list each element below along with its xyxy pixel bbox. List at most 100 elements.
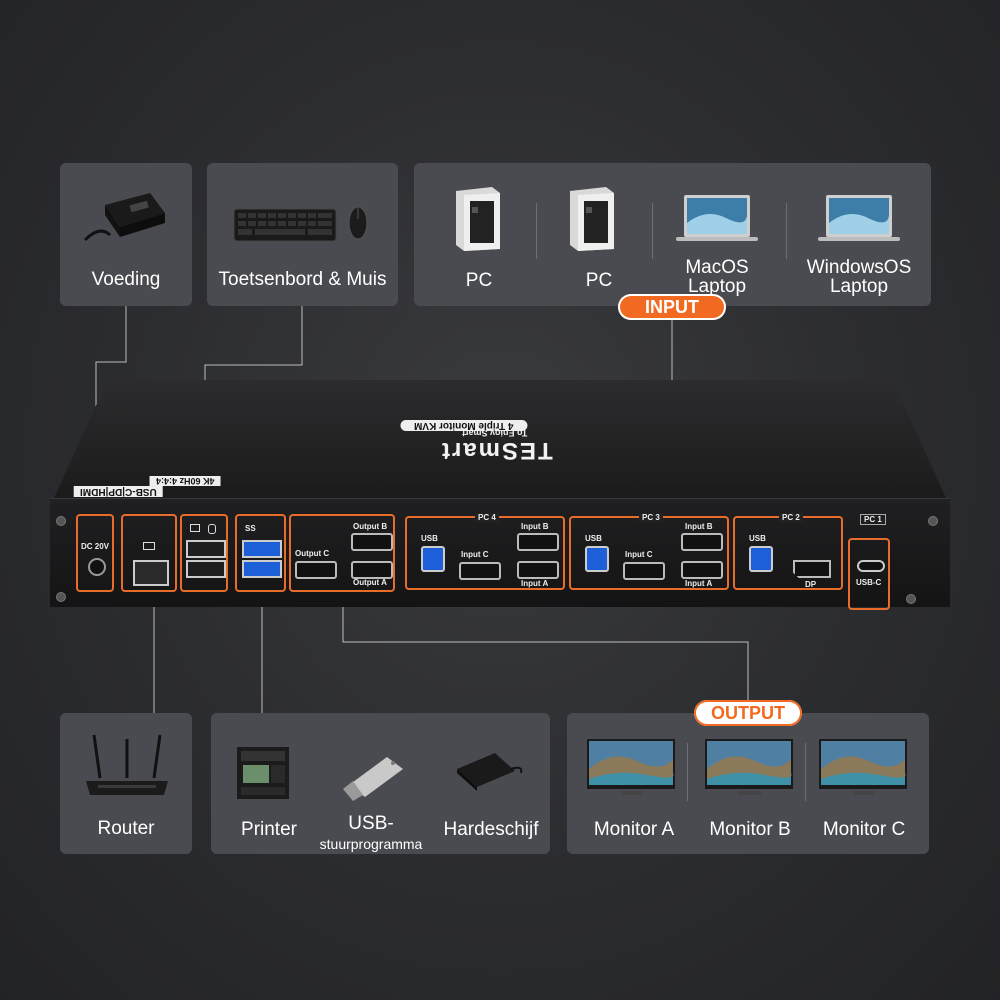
printer-icon — [237, 747, 289, 799]
mouse-icon — [348, 206, 368, 240]
pc3-port-group[interactable]: PC 3 USB Input C Input B Input A — [569, 513, 729, 590]
power-adapter-icon — [83, 193, 165, 242]
input-badge: INPUT — [618, 294, 726, 320]
monitor-icon — [819, 739, 907, 795]
screw — [56, 516, 66, 526]
screw — [906, 594, 916, 604]
pc1-tag: PC 1 — [860, 514, 886, 525]
hdmi-output-a[interactable] — [351, 561, 393, 579]
pc2-port-group[interactable]: PC 2 USB DP — [733, 513, 843, 590]
hdmi-input-a[interactable] — [517, 561, 559, 579]
usb-drive-label-line2: stuurprogramma — [319, 836, 423, 852]
input-separator — [536, 203, 537, 259]
monitor-b-label: Monitor B — [709, 819, 791, 840]
hdmi-outputs[interactable]: Output B Output C Output A — [289, 514, 395, 592]
usb-b-port[interactable] — [421, 546, 445, 572]
hid-usb-ports[interactable] — [180, 514, 228, 592]
kvm-model: 4 Triple Monitor KVM — [400, 420, 528, 431]
input-b-label: Input B — [685, 522, 713, 531]
usb-drive-label-line1: USB- — [348, 813, 394, 834]
usb-c-label: USB-C — [856, 578, 882, 587]
keyboard-icon — [233, 208, 337, 242]
input-b-label: Input B — [521, 522, 549, 531]
pc2-tag: PC 2 — [779, 513, 803, 522]
hard-drive-icon — [457, 753, 523, 791]
pc-tower-icon — [456, 187, 500, 251]
usb-label: USB — [421, 534, 438, 543]
input-a-label: Input A — [685, 579, 713, 588]
macos-label-line2: Laptop — [687, 276, 747, 297]
input-separator — [652, 203, 653, 259]
input-c-label: Input C — [461, 550, 489, 559]
input-separator — [786, 203, 787, 259]
keyboard-port-icon — [190, 524, 200, 532]
macos-label-line1: MacOS — [685, 257, 749, 278]
power-supply-panel: Voeding — [60, 163, 192, 306]
pc4-tag: PC 4 — [475, 513, 499, 522]
usb-a-port[interactable] — [186, 540, 226, 558]
keyboard-mouse-panel: Toetsenbord & Muis — [207, 163, 398, 306]
input-devices-panel: PC PC MacOS Laptop WindowsOS Laptop — [414, 163, 931, 306]
pc-tower-icon — [570, 187, 614, 251]
pc3-tag: PC 3 — [639, 513, 663, 522]
pc-label: PC — [585, 270, 613, 291]
printer-label: Printer — [241, 819, 297, 840]
input-a-label: Input A — [521, 579, 549, 588]
router-icon — [86, 734, 168, 795]
usb-devices-panel: Printer USB- stuurprogramma Hardeschijf — [211, 713, 550, 854]
hdmi-input-c[interactable] — [623, 562, 665, 580]
usb-a-port[interactable] — [242, 560, 282, 578]
hard-drive-label: Hardeschijf — [443, 819, 539, 840]
kvm-side-label: USB-C|DP|HDMI — [74, 486, 163, 497]
monitor-icon — [705, 739, 793, 795]
ethernet-port[interactable] — [121, 514, 177, 592]
pc-label: PC — [465, 270, 493, 291]
monitor-c-label: Monitor C — [822, 819, 906, 840]
hdmi-output-b[interactable] — [351, 533, 393, 551]
hdmi-input-b[interactable] — [681, 533, 723, 551]
pc1-port-group[interactable]: PC 1 USB-C — [848, 514, 890, 610]
displayport-input[interactable] — [793, 560, 831, 578]
usb-b-port[interactable] — [585, 546, 609, 572]
output-b-label: Output B — [353, 522, 388, 531]
usb-a-port[interactable] — [242, 540, 282, 558]
usb-label: USB — [585, 534, 602, 543]
power-label: Voeding — [91, 269, 161, 290]
router-panel: Router — [60, 713, 192, 854]
screw — [928, 516, 938, 526]
usb-a-port[interactable] — [186, 560, 226, 578]
monitors-panel: Monitor A Monitor B Monitor C — [567, 713, 929, 854]
usb-c-port[interactable] — [857, 560, 885, 572]
network-icon — [143, 542, 155, 550]
macos-laptop-icon — [676, 195, 758, 241]
mouse-port-icon — [208, 524, 216, 534]
output-badge: OUTPUT — [694, 700, 802, 726]
usb-b-port[interactable] — [749, 546, 773, 572]
dc-power-label: DC 20V — [81, 542, 110, 551]
kvm-side-label2: 4K 60Hz 4:4:4 — [150, 476, 221, 486]
output-a-label: Output A — [353, 578, 387, 587]
usb3-label: SS — [245, 524, 256, 533]
output-separator — [805, 743, 806, 801]
usb3-ports[interactable]: SS — [235, 514, 286, 592]
peripherals-label: Toetsenbord & Muis — [218, 269, 387, 290]
dc-jack-icon — [88, 558, 106, 576]
hdmi-input-b[interactable] — [517, 533, 559, 551]
hdmi-output-c[interactable] — [295, 561, 337, 579]
rj45-socket-icon — [133, 560, 169, 586]
kvm-brand: TESmart — [440, 437, 553, 464]
hdmi-input-a[interactable] — [681, 561, 723, 579]
pc4-port-group[interactable]: PC 4 USB Input C Input B Input A — [405, 513, 565, 590]
router-label: Router — [97, 818, 155, 839]
windows-label-line1: WindowsOS — [806, 257, 912, 278]
output-c-label: Output C — [295, 549, 330, 558]
hdmi-input-c[interactable] — [459, 562, 501, 580]
dc-power-port[interactable]: DC 20V — [76, 514, 114, 592]
usb-label: USB — [749, 534, 766, 543]
windows-label-line2: Laptop — [829, 276, 889, 297]
usb-stick-icon — [343, 757, 403, 801]
monitor-icon — [587, 739, 675, 795]
monitor-a-label: Monitor A — [593, 819, 675, 840]
screw — [56, 592, 66, 602]
output-separator — [687, 743, 688, 801]
